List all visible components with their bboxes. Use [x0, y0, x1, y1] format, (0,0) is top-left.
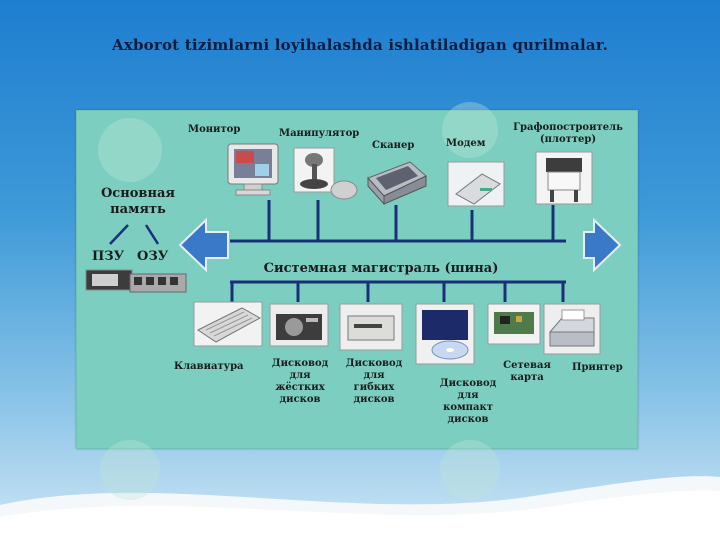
- label-cd-line1: Дисковод: [439, 378, 497, 389]
- right-bus-arrow: [583, 217, 622, 273]
- printer-icon: [542, 302, 602, 356]
- label-plotter: Графопостроитель (плоттер): [510, 122, 626, 146]
- label-printer: Принтер: [572, 362, 623, 374]
- monitor-icon: [222, 140, 288, 200]
- label-main-memory-line1: Основная: [100, 186, 175, 201]
- label-printer-line1: Принтер: [572, 362, 623, 373]
- label-keyboard-line1: Клавиатура: [174, 361, 244, 372]
- label-plotter-line1: Графопостроитель: [513, 122, 623, 133]
- plotter-icon: [534, 150, 594, 206]
- label-cd-line3: компакт: [443, 402, 493, 413]
- label-netcard-line2: карта: [510, 372, 544, 383]
- label-modem: Модем: [446, 138, 486, 149]
- network-card-icon: [486, 302, 542, 346]
- label-manipulator: Манипулятор: [279, 128, 360, 139]
- label-ram: ОЗУ: [137, 249, 169, 264]
- label-floppy-line4: дисков: [353, 394, 395, 405]
- bus-label: Системная магистраль (шина): [263, 261, 499, 276]
- label-floppy-line2: для: [363, 370, 385, 381]
- label-keyboard: Клавиатура: [174, 361, 244, 373]
- label-network-card: Сетевая карта: [500, 360, 554, 384]
- label-floppy-line1: Дисковод: [345, 358, 403, 369]
- label-cd-line4: дисков: [447, 414, 489, 425]
- slide-title: Axborot tizimlarni loyihalashda ishlatil…: [111, 36, 609, 54]
- label-monitor: Монитор: [188, 124, 241, 135]
- label-cd-line2: для: [457, 390, 479, 401]
- label-netcard-line1: Сетевая: [503, 360, 551, 371]
- label-main-memory: Основная память: [100, 186, 176, 218]
- label-floppy-drive: Дисковод для гибких дисков: [344, 358, 404, 406]
- label-hdd-line2: для: [289, 370, 311, 381]
- label-main-memory-line2: память: [110, 202, 166, 217]
- hard-disk-drive-icon: [268, 302, 330, 348]
- label-rom: ПЗУ: [92, 249, 125, 264]
- scanner-icon: [366, 156, 428, 206]
- floppy-drive-icon: [338, 302, 404, 352]
- label-floppy-line3: гибких: [353, 382, 395, 393]
- left-bus-arrow: [178, 217, 229, 273]
- cd-drive-icon: [414, 302, 476, 368]
- ram-module-icon: [128, 268, 188, 298]
- label-hard-disk-drive: Дисковод для жёстких дисков: [270, 358, 330, 406]
- label-hdd-line4: дисков: [279, 394, 321, 405]
- label-plotter-line2: (плоттер): [539, 134, 597, 145]
- label-hdd-line1: Дисковод: [271, 358, 329, 369]
- slide-bottom-wave: [0, 476, 720, 540]
- modem-icon: [446, 160, 508, 210]
- mouse-joystick-icon: [292, 146, 362, 206]
- label-cd-drive: Дисковод для компакт дисков: [436, 378, 500, 426]
- label-hdd-line3: жёстких: [275, 382, 325, 393]
- label-scanner: Сканер: [372, 140, 415, 151]
- keyboard-icon: [192, 300, 264, 348]
